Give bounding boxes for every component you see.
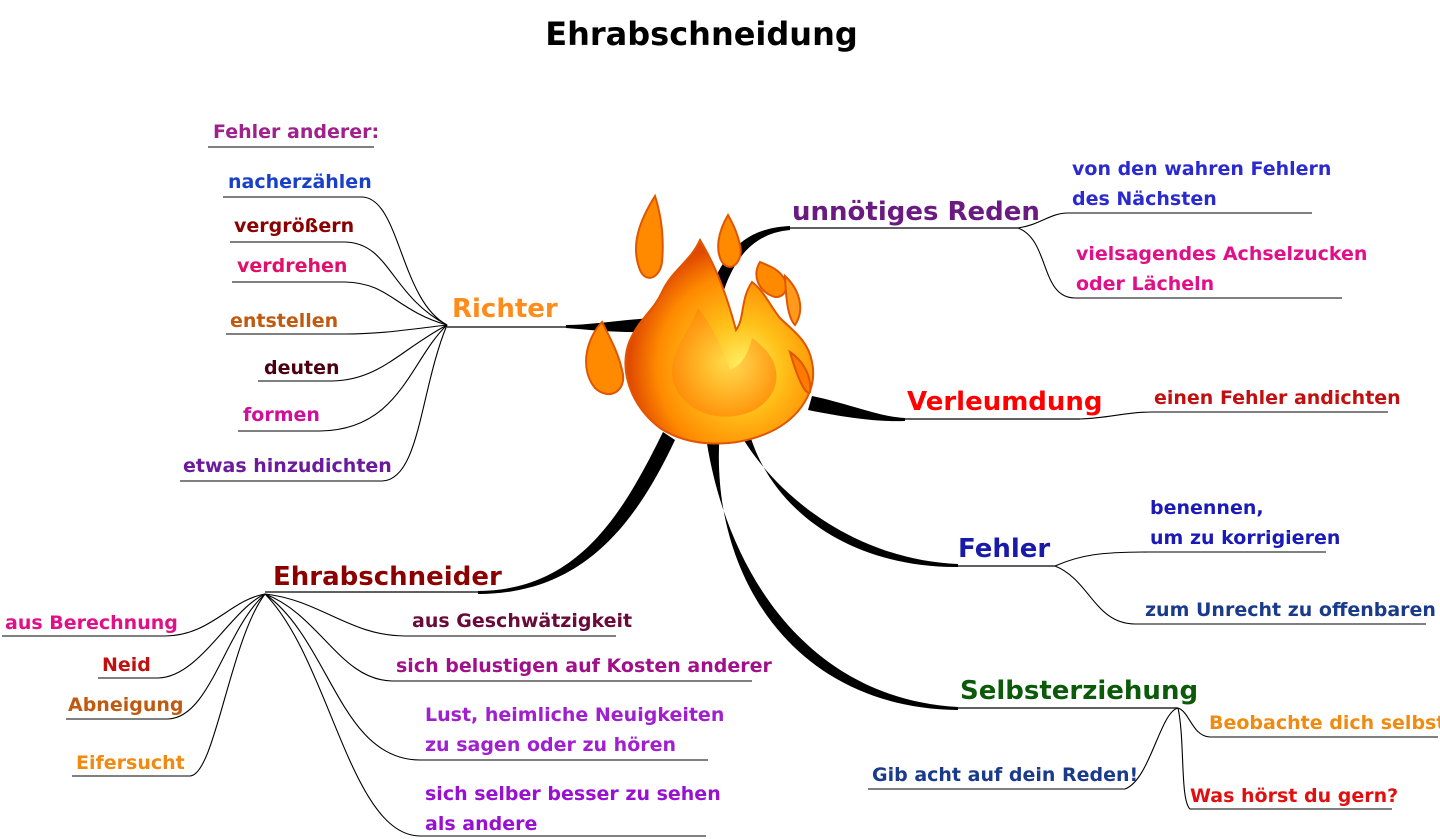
ehrabschneider-left-item: Abneigung	[68, 694, 184, 716]
connectors-richter	[180, 146, 448, 482]
ehrabschneider-right-line1: Lust, heimliche Neuigkeiten	[425, 704, 725, 726]
connectors-selbst	[868, 707, 1438, 810]
selbst-item: Was hörst du gern?	[1190, 785, 1399, 807]
ehrabschneider-right-item: sich belustigen auf Kosten anderer	[396, 655, 772, 677]
verleumdung-item: einen Fehler andichten	[1154, 387, 1401, 409]
main-underlines	[265, 227, 1178, 709]
ehrabschneider-right-item: sich selber besser zu sehen als andere	[425, 779, 721, 839]
branch-label-verleumdung: Verleumdung	[907, 387, 1103, 417]
ehrabschneider-left-item: Neid	[102, 654, 151, 676]
fehler-item-line2: um zu korrigieren	[1150, 527, 1341, 549]
branch-ehrabschneider	[478, 432, 675, 594]
connectors-reden	[1017, 212, 1342, 299]
reden-item-line2: oder Lächeln	[1076, 273, 1215, 295]
richter-item: etwas hinzudichten	[183, 455, 392, 477]
ehrabschneider-right-line2: zu sagen oder zu hören	[425, 734, 677, 756]
fehler-item-line1: benennen,	[1150, 497, 1264, 519]
ehrabschneider-right-item: Lust, heimliche Neuigkeiten zu sagen ode…	[425, 700, 724, 760]
connectors-verleumdung	[1079, 411, 1388, 420]
reden-item-line1: von den wahren Fehlern	[1072, 158, 1332, 180]
selbst-item: Beobachte dich selbst!	[1209, 712, 1440, 734]
branch-fehler	[735, 420, 958, 568]
ehrabschneider-right-item: aus Geschwätzigkeit	[412, 610, 633, 632]
branch-verleumdung	[808, 396, 905, 422]
richter-heading: Fehler anderer:	[213, 121, 380, 143]
ehrabschneider-right-line2: als andere	[425, 813, 538, 835]
richter-item: deuten	[264, 357, 340, 379]
connectors-ehrabschneider	[2, 593, 752, 837]
ehrabschneider-left-item: aus Berechnung	[5, 612, 178, 634]
branch-richter	[566, 318, 654, 333]
richter-item: nacherzählen	[228, 171, 372, 193]
branch-label-selbsterziehung: Selbsterziehung	[960, 676, 1199, 706]
richter-item: formen	[243, 404, 320, 426]
ehrabschneider-right-line1: sich selber besser zu sehen	[425, 783, 721, 805]
connectors-fehler	[1054, 551, 1426, 625]
fire-icon	[585, 193, 815, 445]
fehler-item: zum Unrecht zu offenbaren	[1145, 599, 1436, 621]
reden-item-line1: vielsagendes Achselzucken	[1076, 243, 1368, 265]
page-title: Ehrabschneidung	[545, 15, 858, 53]
fehler-item: benennen, um zu korrigieren	[1150, 493, 1340, 553]
selbst-item: Gib acht auf dein Reden!	[872, 764, 1139, 786]
richter-item: verdrehen	[237, 255, 348, 277]
richter-item: vergrößern	[234, 215, 355, 237]
branch-label-fehler: Fehler	[958, 534, 1051, 564]
reden-item: vielsagendes Achselzucken oder Lächeln	[1076, 239, 1367, 299]
branch-label-unnoetiges-reden: unnötiges Reden	[792, 197, 1040, 227]
ehrabschneider-left-item: Eifersucht	[76, 752, 185, 774]
reden-item: von den wahren Fehlern des Nächsten	[1072, 154, 1331, 214]
branch-label-ehrabschneider: Ehrabschneider	[273, 562, 502, 592]
branch-label-richter: Richter	[452, 294, 558, 324]
reden-item-line2: des Nächsten	[1072, 188, 1217, 210]
richter-item: entstellen	[230, 310, 339, 332]
